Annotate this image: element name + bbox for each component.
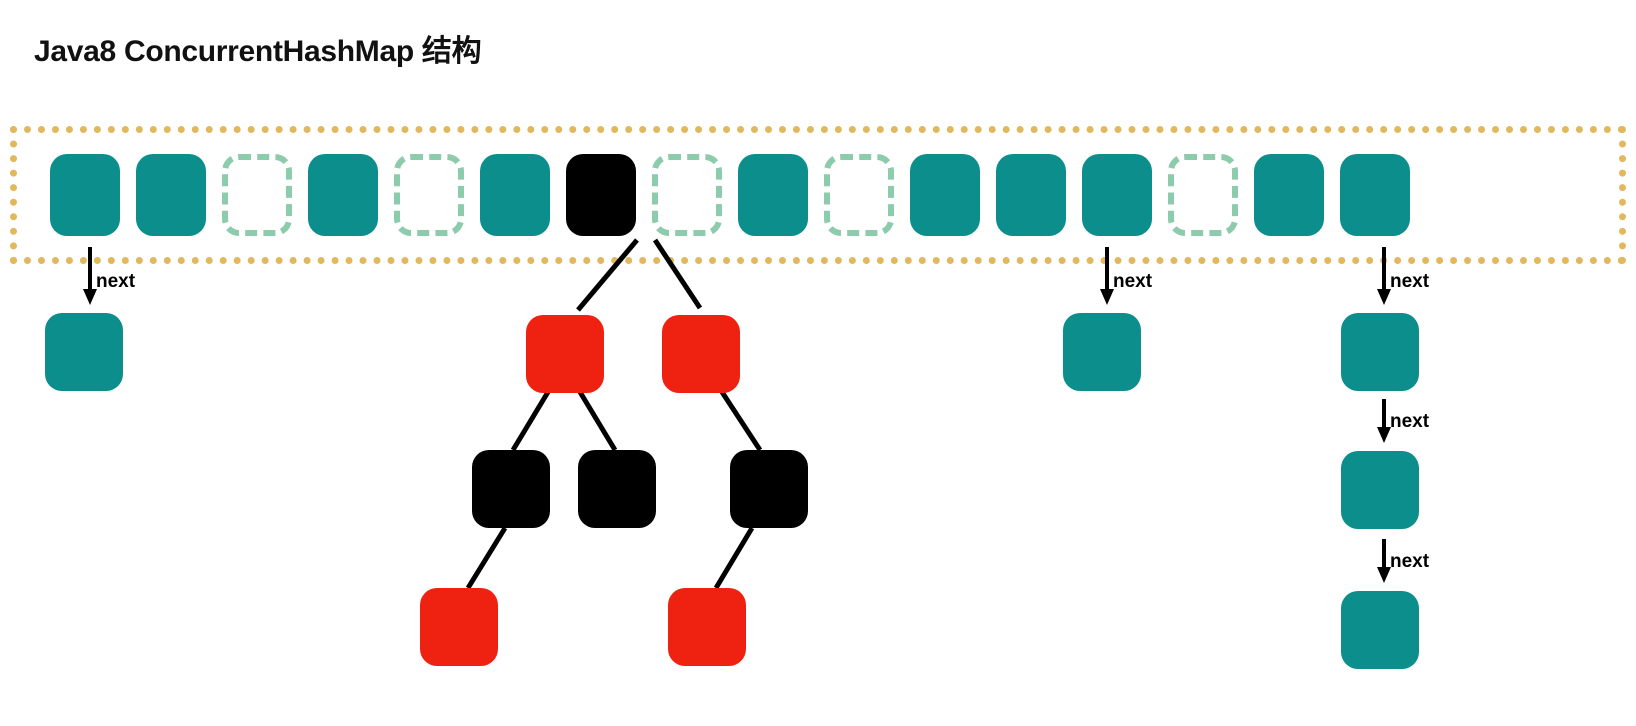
arrow-bucket14-node [1376, 247, 1436, 305]
chain-mid-1[interactable] [1063, 313, 1141, 391]
bucket-cell-8-filled[interactable] [738, 154, 808, 236]
tree-black-l1[interactable] [472, 450, 550, 528]
edge-black1-to-red-b1 [465, 526, 508, 590]
bucket-cell-4-empty[interactable] [394, 154, 464, 236]
edge-black3-to-red-b2 [713, 526, 755, 590]
bucket-cell-0-filled[interactable] [50, 154, 120, 236]
chain-left-1[interactable] [45, 313, 123, 391]
edge-redleft-to-black1 [510, 390, 551, 452]
bucket-cell-5-filled[interactable] [480, 154, 550, 236]
arrow-chain-2 [1376, 399, 1436, 443]
bucket-cell-11-filled[interactable] [996, 154, 1066, 236]
chain-right-3[interactable] [1341, 591, 1419, 669]
bucket-cell-15-filled[interactable] [1340, 154, 1410, 236]
next-3-label: next [1390, 271, 1430, 292]
bucket-cell-2-empty[interactable] [222, 154, 292, 236]
bucket-cell-10-filled[interactable] [910, 154, 980, 236]
bucket-cell-3-filled[interactable] [308, 154, 378, 236]
next-1-label: next [96, 271, 136, 292]
edge-redleft-to-black2 [577, 390, 618, 452]
bucket-cell-1-filled[interactable] [136, 154, 206, 236]
next-5-label: next [1390, 551, 1430, 572]
page-title: Java8 ConcurrentHashMap 结构 [34, 35, 482, 68]
tree-black-r1[interactable] [730, 450, 808, 528]
next-4-label: next [1390, 411, 1430, 432]
arrow-bucket11-node [1099, 247, 1159, 305]
chain-right-1[interactable] [1341, 313, 1419, 391]
next-2-label: next [1113, 271, 1153, 292]
tree-red-b1[interactable] [420, 588, 498, 666]
hash-table-array [10, 126, 1626, 264]
bucket-cell-12-filled[interactable] [1082, 154, 1152, 236]
bucket-cell-14-filled[interactable] [1254, 154, 1324, 236]
chain-right-2[interactable] [1341, 451, 1419, 529]
tree-red-right[interactable] [662, 315, 740, 393]
bucket-cell-6-tree[interactable] [566, 154, 636, 236]
edge-redright-to-black3 [719, 390, 763, 452]
tree-red-left[interactable] [526, 315, 604, 393]
tree-red-b2[interactable] [668, 588, 746, 666]
arrow-chain-3 [1376, 539, 1436, 583]
bucket-cell-7-empty[interactable] [652, 154, 722, 236]
tree-black-l2[interactable] [578, 450, 656, 528]
bucket-cell-9-empty[interactable] [824, 154, 894, 236]
bucket-cell-13-empty[interactable] [1168, 154, 1238, 236]
arrow-bucket0-node [82, 247, 142, 305]
